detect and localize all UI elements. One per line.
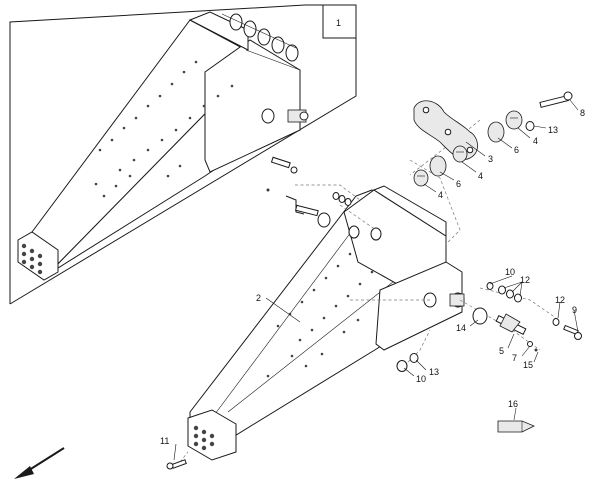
- callout-6a: 6: [514, 145, 519, 155]
- bolt-11: [166, 459, 187, 470]
- callout-4c: 4: [438, 190, 443, 200]
- bushing-4-lower: [413, 169, 429, 187]
- callout-10b: 10: [416, 374, 426, 384]
- main-boom: [187, 185, 465, 461]
- leader-lines: [173, 99, 579, 461]
- callout-labels: 2 3 4 4 4 5 6 6 7 8 9 10 10 11 12 12 13 …: [160, 108, 585, 446]
- callout-12b: 12: [555, 295, 565, 305]
- bushing-6-upper: [487, 121, 505, 143]
- pin-5: [495, 313, 527, 335]
- main-end-bolts: [193, 425, 215, 451]
- callout-15: 15: [523, 360, 533, 370]
- washer-12-right: [552, 318, 560, 326]
- washer-13-upper: [525, 121, 535, 131]
- callout-16: 16: [508, 399, 518, 409]
- inset-side-fitting: [287, 109, 309, 123]
- nut-10-lower: [396, 360, 408, 372]
- bushing-upper-stack: [317, 192, 360, 239]
- callout-2: 2: [256, 293, 261, 303]
- bushing-4-mid: [452, 145, 468, 163]
- inset-boom: [17, 11, 309, 281]
- main-hole-pattern: [266, 252, 374, 378]
- inset-label-box: [322, 4, 357, 39]
- grease-nipple-7: [527, 341, 538, 352]
- inset-end-bolts: [21, 243, 43, 275]
- callout-12a: 12: [520, 275, 530, 285]
- inset-label: 1: [336, 18, 341, 28]
- callout-13b: 13: [429, 367, 439, 377]
- callout-4b: 4: [478, 171, 483, 181]
- callout-11: 11: [160, 436, 169, 446]
- inset-hole-pattern: [94, 60, 234, 198]
- link-plate: [413, 100, 478, 160]
- washer-10-upper: [486, 282, 494, 290]
- callout-14: 14: [456, 323, 466, 333]
- washers-12-group: [498, 285, 522, 303]
- small-pin-upper: [266, 156, 298, 192]
- main-side-fitting: [449, 293, 465, 307]
- callout-3: 3: [488, 154, 493, 164]
- tool-16: [497, 420, 535, 433]
- pin-8: [539, 91, 573, 108]
- bushing-4-upper: [505, 110, 523, 130]
- callout-4a: 4: [533, 136, 538, 146]
- arrow-down-left-icon: [14, 447, 65, 479]
- callout-13a: 13: [548, 125, 558, 135]
- inset-pin-stack: [221, 13, 299, 62]
- callout-5: 5: [499, 346, 504, 356]
- callout-9: 9: [572, 305, 577, 315]
- callout-8: 8: [580, 108, 585, 118]
- bushing-6-mid: [429, 155, 447, 177]
- callout-10a: 10: [505, 267, 515, 277]
- lever-pin: [285, 195, 319, 217]
- callout-7: 7: [512, 353, 517, 363]
- bolt-9: [563, 324, 582, 340]
- bushing-14: [472, 307, 488, 325]
- callout-6b: 6: [456, 179, 461, 189]
